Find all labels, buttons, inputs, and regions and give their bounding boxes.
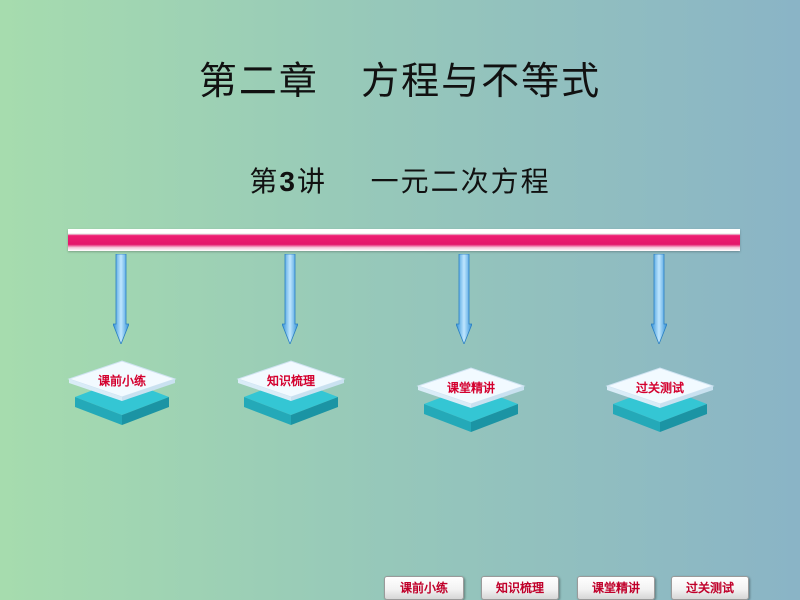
timeline-bar [68, 229, 740, 251]
down-arrow-icon [113, 254, 129, 344]
lesson-prefix: 第 [249, 165, 280, 198]
stacked-tile-icon [236, 360, 346, 425]
lesson-suffix: 讲 [296, 165, 327, 198]
node-label: 课前小练 [97, 374, 146, 388]
nav-button-guoguan-ceshi[interactable]: 过关测试 [671, 576, 749, 600]
stacked-tile-icon [67, 360, 177, 425]
node-label: 知识梳理 [266, 374, 315, 388]
down-arrow-icon [282, 254, 298, 344]
lesson-title: 第3讲 一元二次方程 [0, 160, 800, 200]
chapter-title: 第二章 方程与不等式 [198, 59, 602, 103]
nav-button-zhishi-shuli[interactable]: 知识梳理 [481, 576, 559, 600]
lesson-number: 3 [279, 166, 297, 197]
nav-button-ketang-jingjiang[interactable]: 课堂精讲 [577, 576, 655, 600]
down-arrow-icon [651, 254, 667, 344]
nav-button-keqian-xiaolian[interactable]: 课前小练 [384, 576, 464, 600]
node-guoguan-ceshi[interactable]: 过关测试 [605, 362, 715, 442]
down-arrow-icon [456, 254, 472, 344]
node-label: 过关测试 [635, 381, 684, 395]
lesson-name: 一元二次方程 [370, 165, 551, 198]
node-keqian-xiaolian[interactable]: 课前小练 [67, 355, 177, 435]
stacked-tile-icon [605, 367, 715, 432]
node-label: 课堂精讲 [446, 381, 495, 395]
stacked-tile-icon [416, 367, 526, 432]
node-ketang-jingjiang[interactable]: 课堂精讲 [416, 362, 526, 442]
node-zhishi-shuli[interactable]: 知识梳理 [236, 355, 346, 435]
